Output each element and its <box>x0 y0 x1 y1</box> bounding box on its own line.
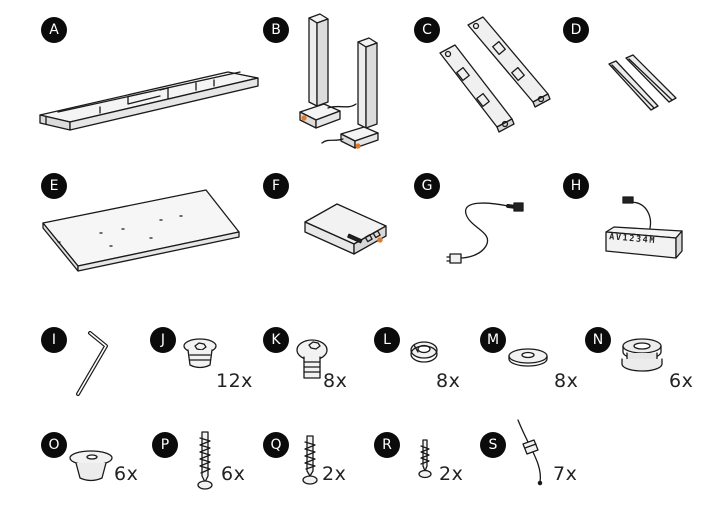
qty-J: 12x <box>216 370 253 392</box>
qty-M: 8x <box>554 370 579 392</box>
flat-head-screw-icon <box>184 339 216 368</box>
badge-P: P <box>152 432 178 458</box>
badge-I: I <box>41 327 67 353</box>
badge-K: K <box>263 327 289 353</box>
control-box-icon <box>305 204 386 254</box>
qty-S: 7x <box>553 463 578 485</box>
badge-N: N <box>585 327 611 353</box>
power-cord-icon <box>447 203 523 263</box>
leg-column-icon <box>300 14 378 148</box>
badge-G: G <box>414 173 440 199</box>
rubber-spacer-icon <box>622 339 662 371</box>
badge-B: B <box>263 17 289 43</box>
hex-key-icon <box>78 333 106 394</box>
badge-O: O <box>41 432 67 458</box>
flat-washer-icon <box>509 349 547 366</box>
foot-pad-icon <box>70 451 112 481</box>
qty-R: 2x <box>439 463 464 485</box>
button-head-screw-icon <box>297 340 327 378</box>
spring-washer-icon <box>411 342 437 362</box>
medium-wood-screw-icon <box>303 436 317 484</box>
desktop-panel-icon <box>43 190 239 271</box>
cable-clip-icon <box>518 420 542 485</box>
qty-K: 8x <box>323 370 348 392</box>
qty-P: 6x <box>221 463 246 485</box>
badge-C: C <box>414 17 440 43</box>
badge-S: S <box>480 432 506 458</box>
badge-F: F <box>263 173 289 199</box>
qty-Q: 2x <box>322 463 347 485</box>
badge-H: H <box>563 173 589 199</box>
badge-J: J <box>150 327 176 353</box>
badge-A: A <box>41 17 67 43</box>
foot-base-icon <box>440 17 550 132</box>
side-bracket-icon <box>609 55 676 110</box>
badge-Q: Q <box>263 432 289 458</box>
qty-N: 6x <box>669 370 694 392</box>
qty-O: 6x <box>114 463 139 485</box>
badge-L: L <box>374 327 400 353</box>
badge-D: D <box>563 17 589 43</box>
crossbeam-icon <box>40 72 258 130</box>
qty-L: 8x <box>436 370 461 392</box>
badge-R: R <box>374 432 400 458</box>
long-wood-screw-icon <box>198 432 212 489</box>
short-wood-screw-icon <box>419 440 431 478</box>
badge-M: M <box>480 327 506 353</box>
handset-icon <box>606 197 682 258</box>
badge-E: E <box>41 173 67 199</box>
